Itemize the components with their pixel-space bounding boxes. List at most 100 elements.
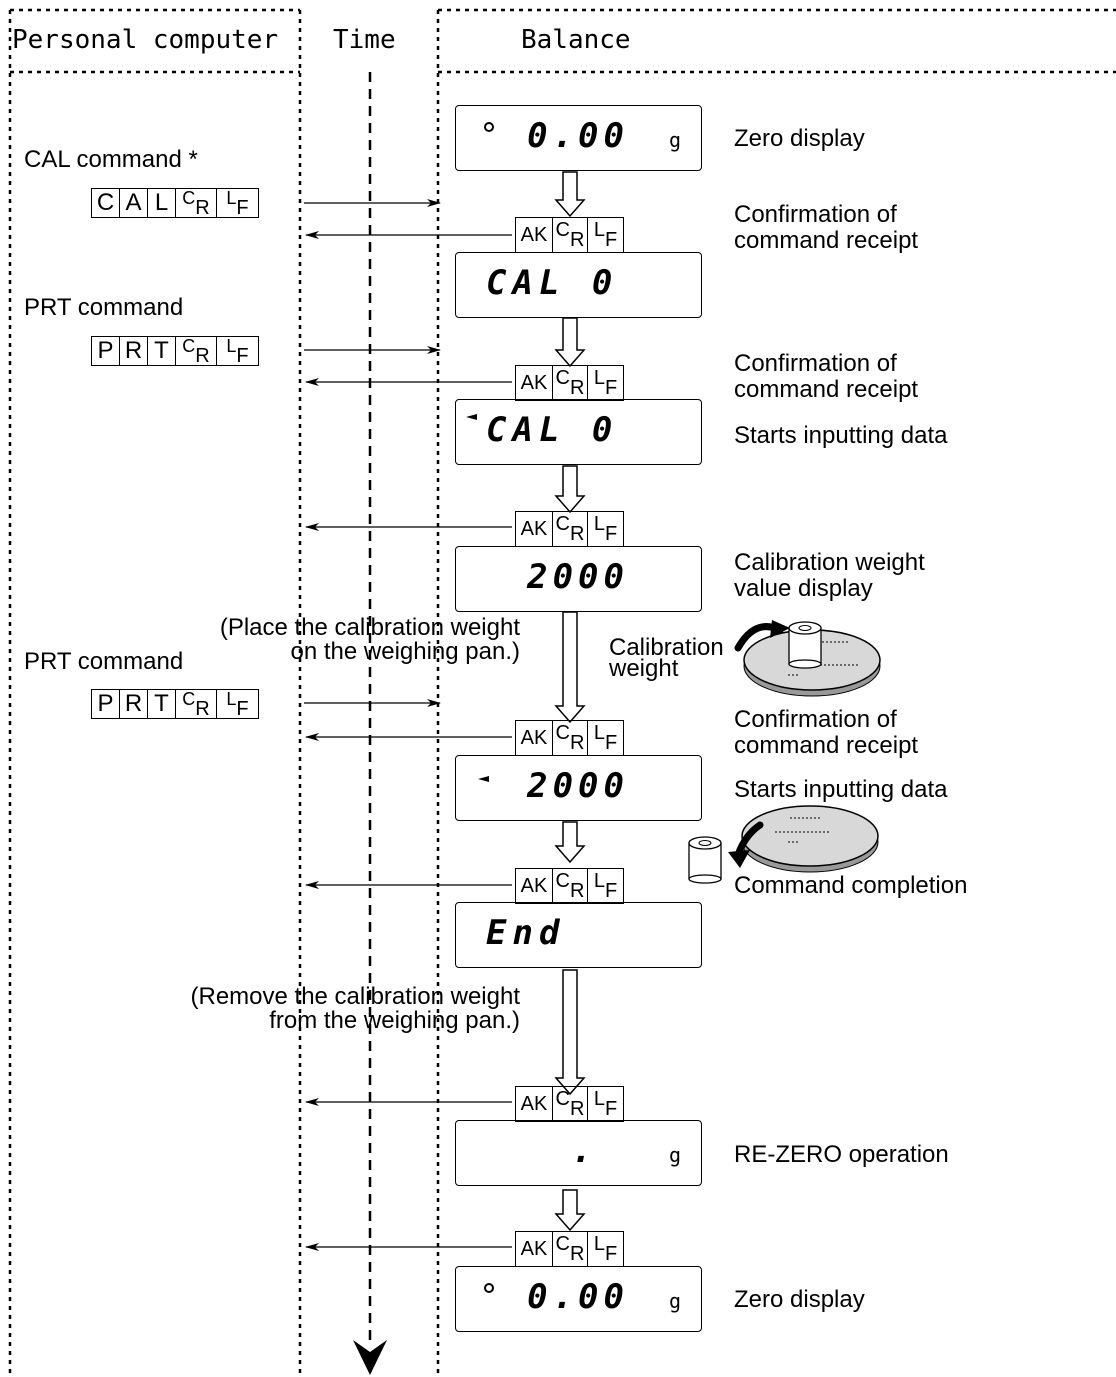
lf-top: L <box>593 1088 605 1110</box>
desc-starts-input-2: Starts inputting data <box>734 776 948 803</box>
key-char: A <box>120 189 148 217</box>
lcd-cal0-display-1: CAL 0 <box>455 252 702 318</box>
cr-bottom: R <box>195 698 210 720</box>
weight-place-illustration <box>734 620 881 697</box>
time-arrowhead <box>353 1340 387 1375</box>
lf-bottom: F <box>604 523 618 545</box>
lcd-value: . <box>571 1131 597 1171</box>
lcd-end-display: End <box>455 902 702 968</box>
key-lf: LF <box>217 336 258 367</box>
cr-top: C <box>182 336 196 356</box>
input-indicator <box>466 414 477 420</box>
cr-top: C <box>555 722 570 744</box>
cr-bottom: R <box>195 345 210 367</box>
key-char: T <box>148 690 176 718</box>
cr-top: C <box>182 689 196 709</box>
ack-box: AK CR LF <box>515 720 624 756</box>
lf-bottom: F <box>604 880 618 902</box>
ack-ak: AK <box>516 512 553 546</box>
lf-top: L <box>593 1233 605 1255</box>
lcd-value: 0.00 <box>527 116 629 156</box>
cr-bottom: R <box>570 377 585 399</box>
cal-weight-label-b: weight <box>609 655 679 682</box>
lf-bottom: F <box>604 1243 618 1265</box>
cr-bottom: R <box>195 197 210 219</box>
key-char: P <box>92 690 120 718</box>
ack-lf: LF <box>588 721 623 755</box>
ack-lf: LF <box>588 218 623 252</box>
ack-ak: AK <box>516 1232 553 1266</box>
desc-zero-display-1: Zero display <box>734 125 865 152</box>
cr-bottom: R <box>570 1243 585 1265</box>
ack-box: AK CR LF <box>515 217 624 253</box>
desc-confirm-2b: command receipt <box>734 376 919 403</box>
lcd-zero-display-1: 0.00 g <box>455 105 702 171</box>
ack-lf: LF <box>588 1087 623 1121</box>
ack-cr: CR <box>553 512 588 546</box>
lcd-value: 2000 <box>527 766 629 806</box>
lf-top: L <box>593 513 605 535</box>
lf-bottom: F <box>604 1098 618 1120</box>
cr-top: C <box>555 1233 570 1255</box>
stable-indicator <box>484 122 494 132</box>
key-char: T <box>148 337 176 365</box>
cr-top: C <box>555 219 570 241</box>
cr-bottom: R <box>570 1098 585 1120</box>
lcd-weight-display-2: 2000 <box>455 755 702 821</box>
cr-bottom: R <box>570 732 585 754</box>
lf-bottom: F <box>604 377 618 399</box>
cal-weight-label-a: Calibration <box>609 634 724 661</box>
lcd-cal0-display-2: CAL 0 <box>455 399 702 465</box>
key-lf: LF <box>217 689 258 720</box>
lf-bottom: F <box>236 345 249 367</box>
lcd-value: End <box>486 913 566 953</box>
header-balance: Balance <box>521 25 631 55</box>
input-indicator <box>478 776 489 782</box>
lf-top: L <box>593 219 605 241</box>
ack-ak: AK <box>516 218 553 252</box>
lcd-unit: g <box>668 1289 681 1313</box>
ack-cr: CR <box>553 869 588 903</box>
lcd-value: 2000 <box>527 557 629 597</box>
cal-command-keys: C A L CR LF <box>91 188 259 219</box>
lcd-rezero-display: . g <box>455 1120 702 1186</box>
key-char: R <box>120 690 148 718</box>
lf-top: L <box>593 870 605 892</box>
desc-confirm-1a: Confirmation of <box>734 201 897 228</box>
desc-confirm-3b: command receipt <box>734 732 919 759</box>
desc-confirm-2a: Confirmation of <box>734 350 897 377</box>
key-cr: CR <box>176 336 217 367</box>
lf-top: L <box>593 367 605 389</box>
lcd-unit: g <box>668 128 681 152</box>
desc-confirm-3a: Confirmation of <box>734 706 897 733</box>
lf-bottom: F <box>604 229 618 251</box>
ack-cr: CR <box>553 1232 588 1266</box>
ack-cr: CR <box>553 1087 588 1121</box>
header-personal-computer: Personal computer <box>12 25 279 55</box>
cr-top: C <box>182 188 196 208</box>
desc-starts-input-1: Starts inputting data <box>734 422 948 449</box>
cr-bottom: R <box>570 229 585 251</box>
ack-box: AK CR LF <box>515 868 624 904</box>
lcd-weight-display-1: 2000 <box>455 546 702 612</box>
ack-lf: LF <box>588 366 623 400</box>
lf-bottom: F <box>236 197 249 219</box>
ack-box: AK CR LF <box>515 365 624 401</box>
desc-cal-weight-a: Calibration weight <box>734 549 925 576</box>
ack-box: AK CR LF <box>515 1231 624 1267</box>
lf-top: L <box>593 722 605 744</box>
ack-lf: LF <box>588 869 623 903</box>
lcd-value: CAL 0 <box>486 263 619 303</box>
remove-note-line2: from the weighing pan.) <box>269 1007 520 1034</box>
lf-top: L <box>226 336 237 356</box>
cr-bottom: R <box>570 880 585 902</box>
place-note-line2: on the weighing pan.) <box>290 638 521 665</box>
header-time: Time <box>333 25 396 55</box>
cr-bottom: R <box>570 523 585 545</box>
ack-cr: CR <box>553 218 588 252</box>
place-note-line1: (Place the calibration weight <box>219 614 520 641</box>
stable-indicator <box>484 1283 494 1293</box>
desc-command-completion: Command completion <box>734 872 968 899</box>
prt-command-keys-1: P R T CR LF <box>91 336 259 367</box>
